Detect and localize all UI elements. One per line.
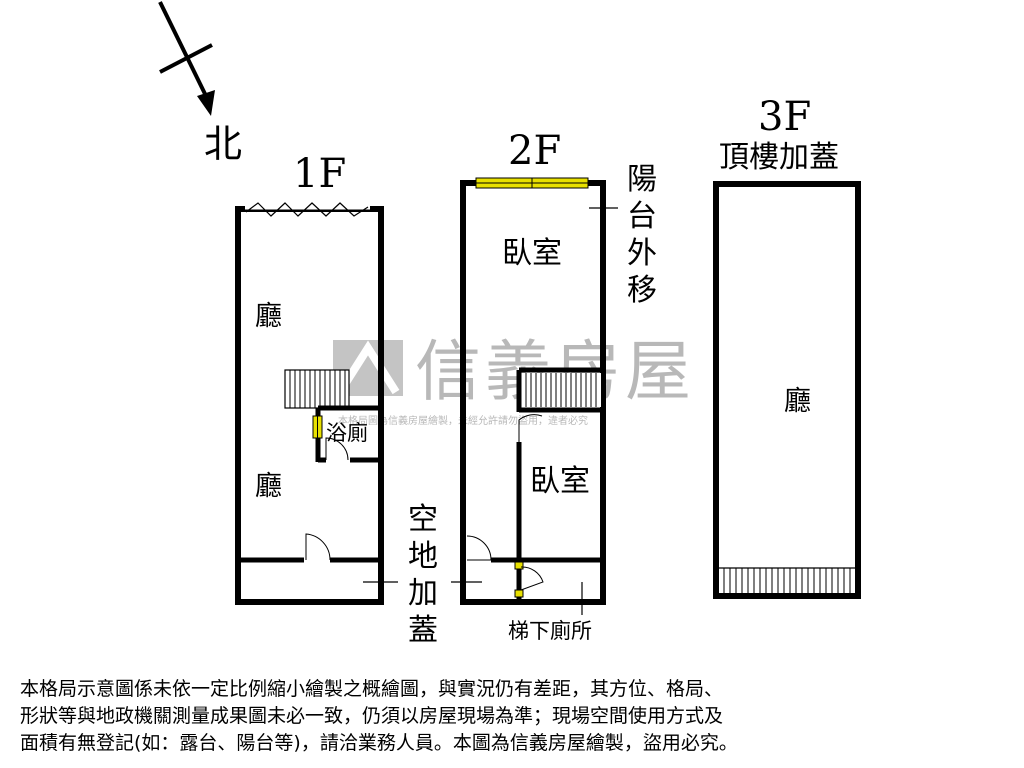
room-label-living-1f-lower: 廳 bbox=[255, 471, 282, 502]
floor-subtitle-3f: 頂樓加蓋 bbox=[719, 140, 839, 175]
entry-door-icon bbox=[466, 535, 492, 561]
floor-plan-diagram: 信義房屋 本格局圖為信義房屋繪製，未經允許請勿盜用，違者必究 北 1F bbox=[158, 1, 861, 648]
annotation-toilet-under-stairs: 梯下廁所 bbox=[508, 619, 592, 643]
annotation-char: 蓋 bbox=[408, 613, 438, 648]
bedroom-door-icon bbox=[518, 414, 543, 442]
floor-title-1f: 1F bbox=[293, 151, 346, 197]
toilet-door-icon bbox=[520, 566, 544, 591]
room-label-bedroom-2f-front: 臥室 bbox=[502, 236, 562, 271]
room-label-living-1f-upper: 廳 bbox=[255, 301, 282, 332]
staircase-icon bbox=[719, 567, 855, 593]
floor-2f bbox=[460, 177, 606, 615]
north-label: 北 bbox=[204, 122, 242, 166]
annotation-balcony-moved: 陽 台 外 移 bbox=[627, 162, 657, 308]
annotation-char: 加 bbox=[408, 576, 438, 611]
floor-title-3f: 3F bbox=[758, 94, 811, 140]
staircase-icon bbox=[521, 373, 601, 407]
room-label-living-3f: 廳 bbox=[784, 386, 811, 417]
floor-title-2f: 2F bbox=[508, 128, 561, 174]
annotation-char: 移 bbox=[627, 273, 657, 308]
disclaimer: 本格局示意圖係未依一定比例縮小繪製之概繪圖，與實況仍有差距，其方位、格局、 形狀… bbox=[20, 676, 1010, 757]
north-arrow-icon bbox=[158, 1, 215, 116]
entry-door-icon bbox=[305, 533, 331, 561]
floor-3f bbox=[713, 181, 861, 599]
bathroom-door-icon bbox=[325, 437, 349, 461]
annotation-char: 空 bbox=[408, 502, 438, 537]
room-label-bathroom-1f: 浴廁 bbox=[326, 421, 368, 445]
annotation-char: 陽 bbox=[627, 162, 657, 197]
disclaimer-line: 本格局示意圖係未依一定比例縮小繪製之概繪圖，與實況仍有差距，其方位、格局、 bbox=[20, 678, 724, 700]
disclaimer-line: 面積有無登記(如：露台、陽台等)，請洽業務人員。本圖為信義房屋繪製，盜用必究。 bbox=[20, 732, 738, 754]
floor-1f bbox=[235, 202, 384, 605]
watermark: 信義房屋 本格局圖為信義房屋繪製，未經允許請勿盜用，違者必究 bbox=[333, 333, 691, 427]
annotation-char: 外 bbox=[627, 236, 657, 271]
window-icon bbox=[245, 202, 370, 217]
disclaimer-line: 形狀等與地政機關測量成果圖未必一致，仍須以房屋現場為準；現場空間使用方式及 bbox=[20, 705, 724, 727]
annotation-char: 地 bbox=[408, 539, 438, 574]
annotation-open-space-added: 空 地 加 蓋 bbox=[408, 502, 438, 648]
staircase-icon bbox=[284, 369, 350, 409]
room-label-bedroom-2f-rear: 臥室 bbox=[530, 464, 590, 499]
bathroom-window-icon bbox=[312, 415, 323, 439]
annotation-char: 台 bbox=[627, 199, 657, 234]
balcony-window-icon bbox=[475, 177, 589, 189]
